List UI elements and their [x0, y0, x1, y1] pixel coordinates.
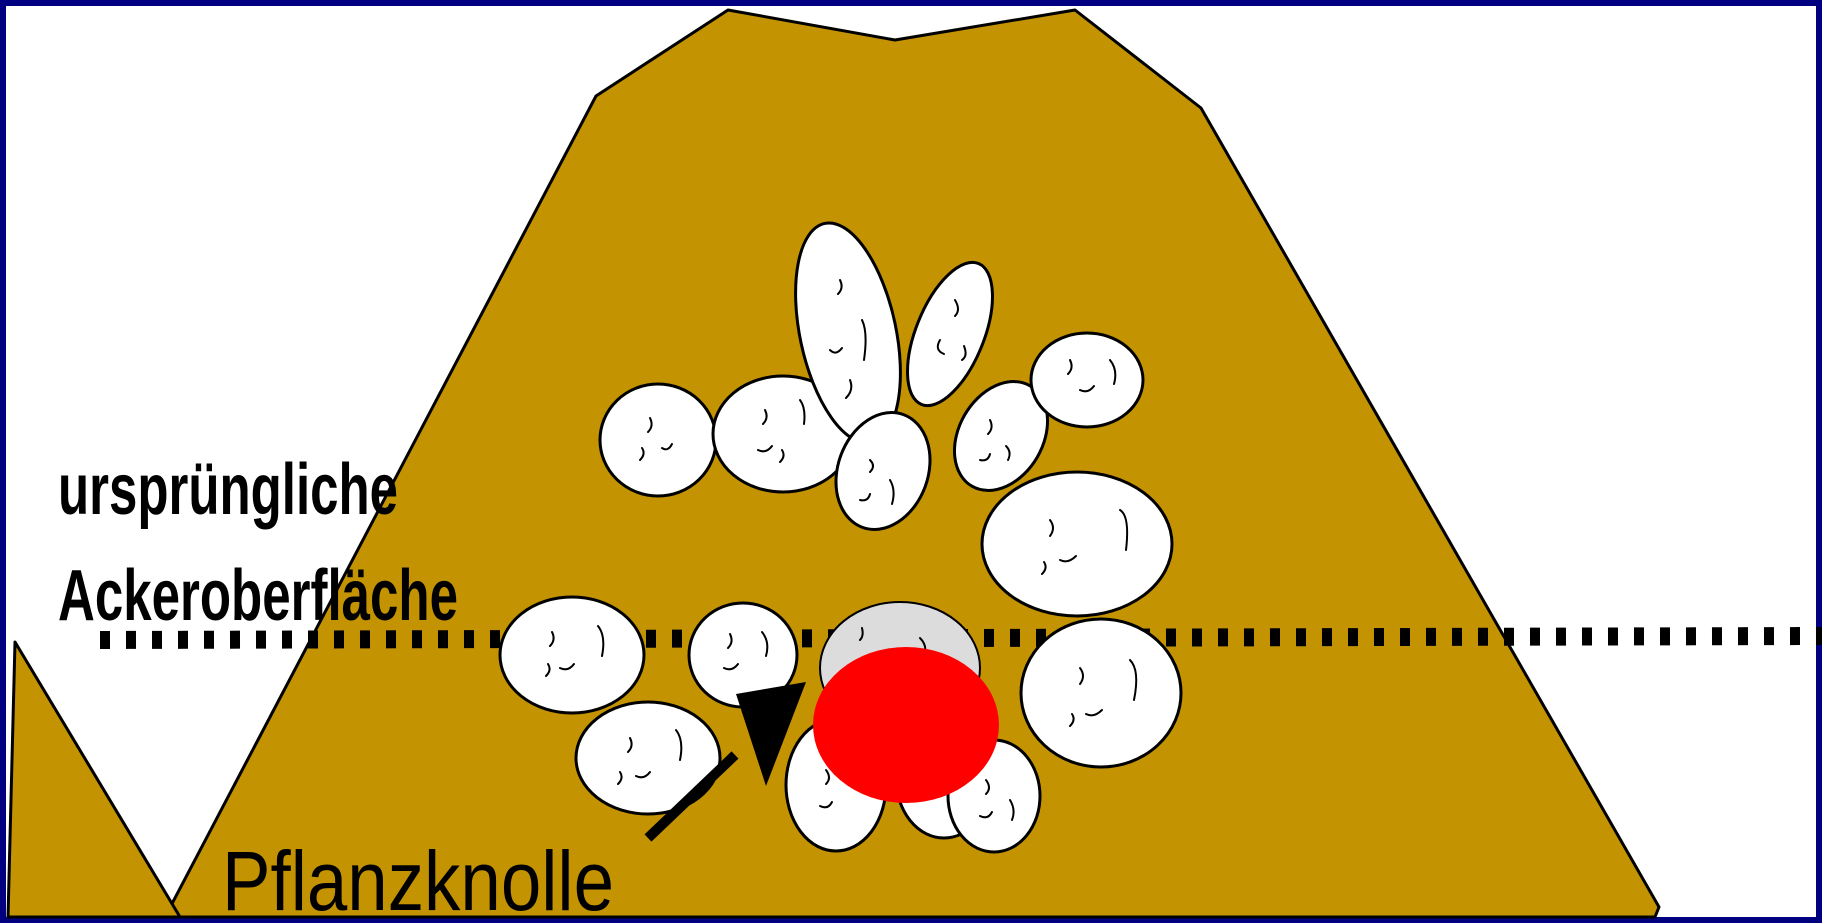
seed-tuber: [813, 647, 999, 803]
seed-tuber-label: Pflanzknolle: [222, 834, 614, 923]
tuber: [576, 702, 720, 814]
original-surface-label-line2: Ackeroberfläche: [58, 556, 458, 636]
original-surface-label-line1: ursprüngliche: [58, 450, 398, 530]
tuber: [1021, 619, 1181, 767]
tuber: [600, 384, 716, 496]
tuber: [500, 597, 644, 713]
tuber: [982, 472, 1172, 616]
tuber: [1031, 333, 1143, 427]
